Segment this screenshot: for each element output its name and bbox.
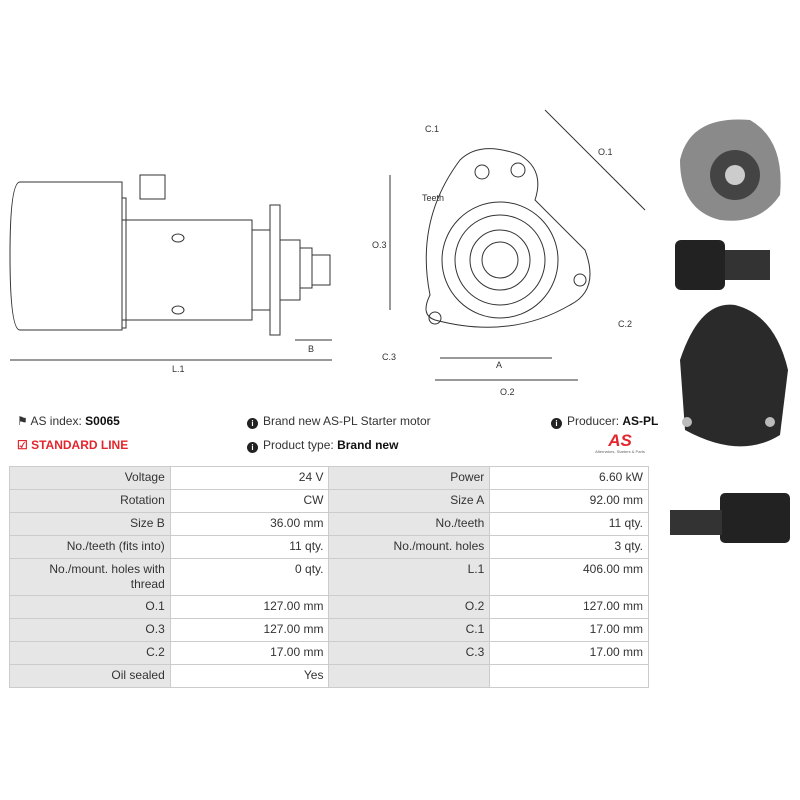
dim-label-l1: L.1 bbox=[172, 364, 185, 374]
spec-name: O.1 bbox=[9, 595, 171, 619]
spec-value: 17.00 mm bbox=[169, 641, 330, 665]
dim-label-o2: O.2 bbox=[500, 387, 515, 397]
photo-angle bbox=[720, 493, 790, 543]
photo-side bbox=[675, 240, 725, 290]
spec-name: C.2 bbox=[9, 641, 171, 665]
spec-value: 17.00 mm bbox=[489, 618, 649, 642]
as-pl-logo: AS Alternators, Starters & Parts bbox=[595, 431, 645, 454]
spec-value: 92.00 mm bbox=[489, 489, 649, 513]
spec-value: 11 qty. bbox=[489, 512, 649, 536]
spec-value: 11 qty. bbox=[169, 535, 330, 559]
spec-name bbox=[328, 664, 491, 688]
spec-name: L.1 bbox=[328, 558, 491, 596]
side-view-drawing: L.1 B bbox=[9, 174, 332, 374]
spec-name: No./mount. holes with thread bbox=[9, 558, 171, 596]
dim-label-teeth: Teeth bbox=[422, 193, 444, 203]
spec-value: 127.00 mm bbox=[169, 618, 330, 642]
spec-value: Yes bbox=[169, 664, 330, 688]
dim-label-b: B bbox=[308, 344, 314, 354]
dim-label-c1: C.1 bbox=[425, 124, 439, 134]
spec-name: O.2 bbox=[328, 595, 491, 619]
info-icon: i bbox=[247, 418, 258, 429]
dim-label-o3: O.3 bbox=[372, 240, 387, 250]
info-icon: i bbox=[551, 418, 562, 429]
spec-value: 24 V bbox=[169, 466, 330, 490]
spec-name: Size B bbox=[9, 512, 171, 536]
checkbox-icon: ☑ bbox=[17, 438, 28, 452]
spec-row: No./teeth (fits into)11 qty.No./mount. h… bbox=[9, 535, 649, 559]
spec-name: No./teeth (fits into) bbox=[9, 535, 171, 559]
front-view-drawing: C.1 O.1 Teeth O.3 C.2 C.3 A O.2 bbox=[372, 109, 646, 397]
spec-name: Voltage bbox=[9, 466, 171, 490]
spec-name: Oil sealed bbox=[9, 664, 171, 688]
photo-cover bbox=[680, 304, 788, 447]
spec-value: 406.00 mm bbox=[489, 558, 649, 596]
spec-name: Rotation bbox=[9, 489, 171, 513]
spec-value: 17.00 mm bbox=[489, 641, 649, 665]
spec-name: Size A bbox=[328, 489, 491, 513]
spec-name: O.3 bbox=[9, 618, 171, 642]
spec-name: No./teeth bbox=[328, 512, 491, 536]
spec-value: 3 qty. bbox=[489, 535, 649, 559]
spec-name: No./mount. holes bbox=[328, 535, 491, 559]
spec-name: C.1 bbox=[328, 618, 491, 642]
standard-line-badge: ☑ STANDARD LINE bbox=[17, 438, 129, 452]
spec-name: Power bbox=[328, 466, 491, 490]
dim-label-a: A bbox=[496, 360, 502, 370]
spec-value: 127.00 mm bbox=[489, 595, 649, 619]
product-photos bbox=[670, 119, 790, 543]
spec-value: 0 qty. bbox=[169, 558, 330, 596]
info-icon: i bbox=[247, 442, 258, 453]
spec-value: CW bbox=[169, 489, 330, 513]
dim-label-o1: O.1 bbox=[598, 147, 613, 157]
spec-value: 127.00 mm bbox=[169, 595, 330, 619]
spec-value: 36.00 mm bbox=[169, 512, 330, 536]
tag-icon: ⚑ bbox=[17, 414, 28, 428]
as-index: ⚑ AS index: S0065 bbox=[17, 414, 120, 428]
dim-label-c3: C.3 bbox=[382, 352, 396, 362]
spec-value: 6.60 kW bbox=[489, 466, 649, 490]
spec-value bbox=[489, 664, 649, 688]
spec-name: C.3 bbox=[328, 641, 491, 665]
dim-label-c2: C.2 bbox=[618, 319, 632, 329]
